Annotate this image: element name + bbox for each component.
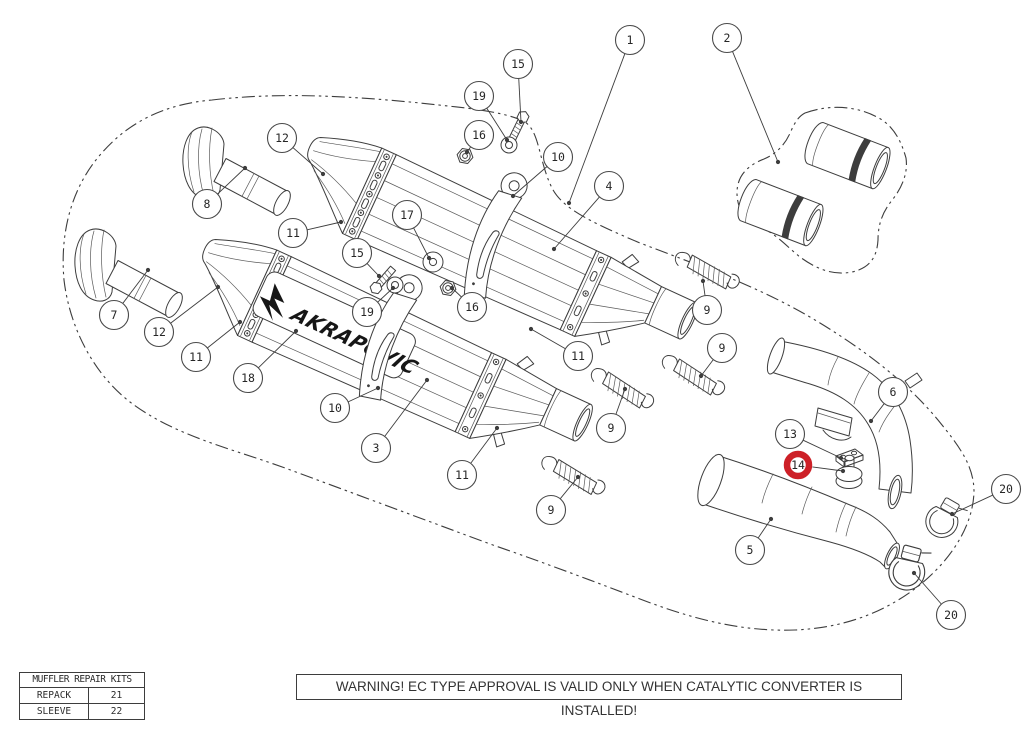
callout-balloon-20: 20	[949, 473, 1022, 517]
callout-number: 11	[571, 349, 585, 363]
callout-balloon-11: 11	[180, 319, 243, 373]
callout-balloon-14: 14	[783, 450, 846, 480]
callout-balloon-9: 9	[535, 474, 581, 526]
callout-balloon-6: 6	[868, 376, 909, 424]
callout-number: 11	[189, 350, 203, 364]
callout-number: 7	[111, 308, 118, 322]
callout-balloon-19: 19	[463, 80, 510, 143]
callout-balloon-4: 4	[551, 170, 625, 252]
main-boundary-outline	[62, 95, 975, 631]
callout-number: 12	[152, 325, 166, 339]
callout-number: 9	[548, 503, 555, 517]
kit-part-number: 22	[110, 706, 123, 717]
callout-balloon-10: 10	[510, 141, 574, 199]
callout-number: 17	[400, 208, 414, 222]
callout-balloon-3: 3	[360, 377, 430, 464]
callout-balloon-10: 10	[319, 385, 381, 424]
washer-19-lower	[386, 276, 404, 294]
callout-balloon-5: 5	[734, 516, 774, 566]
spring	[586, 364, 657, 413]
callout-number: 8	[204, 197, 211, 211]
kit-part-number: 21	[110, 690, 123, 701]
callout-number: 12	[275, 131, 289, 145]
callout-number: 16	[472, 128, 486, 142]
callout-balloon-19: 19	[351, 285, 396, 328]
callout-balloon-13: 13	[774, 418, 844, 461]
callout-number: 10	[551, 150, 565, 164]
spring	[537, 452, 609, 500]
callout-balloon-18: 18	[232, 328, 299, 394]
callout-balloon-12: 12	[266, 122, 326, 177]
callout-number: 6	[890, 385, 897, 399]
callout-number: 15	[511, 57, 525, 71]
callout-balloon-11: 11	[277, 217, 344, 249]
warning-banner: WARNING! EC TYPE APPROVAL IS VALID ONLY …	[296, 674, 902, 718]
callout-balloon-17: 17	[391, 199, 432, 261]
callout-balloon-16: 16	[463, 119, 495, 155]
callout-number: 5	[747, 543, 754, 557]
clamp-20-upper	[919, 492, 969, 545]
callout-number: 9	[608, 421, 615, 435]
kits-table-title: MUFFLER REPAIR KITS	[20, 673, 144, 688]
callout-number: 10	[328, 401, 342, 415]
callout-number: 13	[783, 427, 797, 441]
kits-table-row-repack: REPACK 21	[20, 688, 144, 703]
callout-balloon-9: 9	[595, 386, 628, 444]
muffler-repair-kits-table: MUFFLER REPAIR KITS REPACK 21 SLEEVE 22	[19, 672, 145, 720]
header-pipe-5	[697, 453, 900, 570]
callout-number: 4	[606, 179, 613, 193]
callout-balloon-1: 1	[566, 24, 646, 206]
callout-number: 19	[360, 305, 374, 319]
repack-sleeve-lower	[733, 176, 828, 249]
callout-number: 15	[350, 246, 364, 260]
callout-balloon-2: 2	[711, 22, 781, 165]
callout-number: 2	[724, 31, 731, 45]
callout-balloon-7: 7	[98, 267, 151, 331]
kits-table-row-sleeve: SLEEVE 22	[20, 703, 144, 719]
callout-balloon-11: 11	[528, 326, 594, 372]
rubber-cap-14	[835, 454, 863, 489]
kit-name: SLEEVE	[20, 704, 89, 719]
callout-number: 11	[455, 468, 469, 482]
callout-balloon-16: 16	[449, 285, 488, 323]
end-cap-7	[74, 228, 187, 321]
callout-number: 20	[944, 608, 958, 622]
callout-number: 16	[465, 300, 479, 314]
highlight-ring	[783, 450, 813, 480]
callout-number: 18	[241, 371, 255, 385]
callout-number: 11	[286, 226, 300, 240]
sleeve-kit-boundary-outline	[736, 106, 907, 274]
callout-balloon-15: 15	[341, 237, 382, 279]
callout-number: 20	[999, 482, 1013, 496]
callout-number: 9	[704, 303, 711, 317]
spring	[671, 248, 743, 294]
callout-number: 19	[472, 89, 486, 103]
callout-number: 3	[373, 441, 380, 455]
callout-balloon-8: 8	[191, 165, 248, 220]
callout-balloon-15: 15	[502, 48, 534, 125]
callout-balloon-9: 9	[698, 332, 738, 379]
link-pipe-6	[766, 337, 923, 510]
callout-balloon-20: 20	[911, 570, 967, 631]
callout-balloon-12: 12	[143, 284, 221, 348]
callout-balloon-11: 11	[446, 425, 500, 491]
callout-number: 9	[719, 341, 726, 355]
callout-number: 14	[791, 458, 805, 472]
callout-number: 1	[627, 33, 634, 47]
callout-balloon-9: 9	[691, 278, 723, 326]
nut-16-upper	[455, 147, 475, 165]
akrapovic-scorpion-icon	[259, 283, 285, 321]
washer-disc-17	[422, 251, 444, 273]
kit-name: REPACK	[20, 688, 89, 703]
repack-sleeve-upper	[800, 119, 895, 192]
